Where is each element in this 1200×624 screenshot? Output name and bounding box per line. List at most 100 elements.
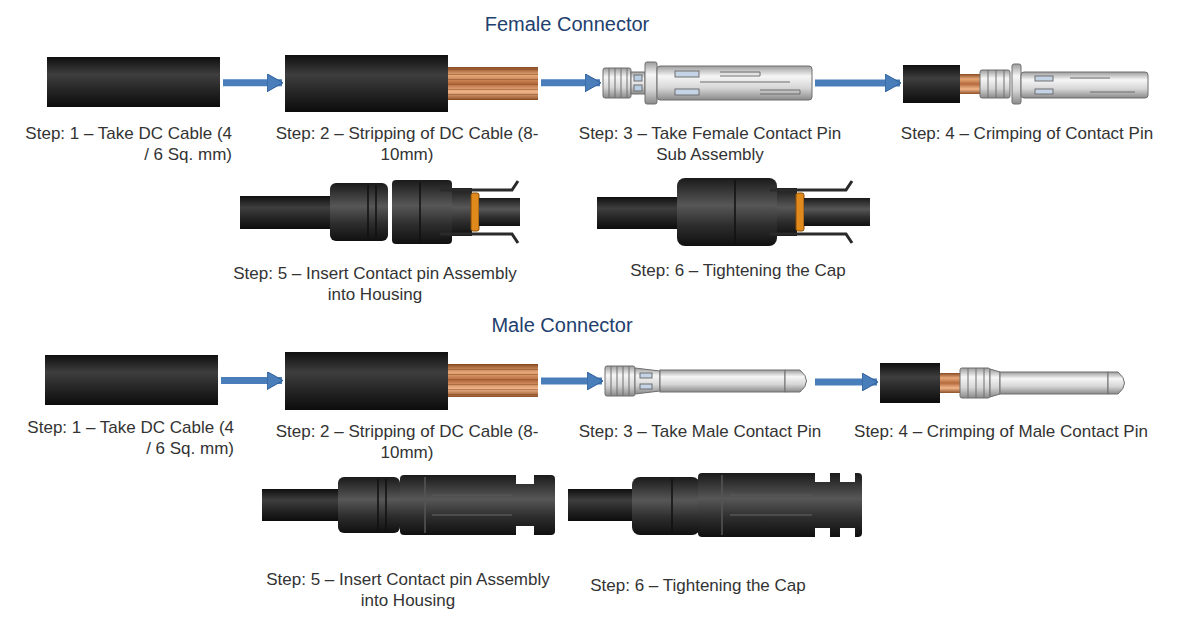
female-housing-open-part <box>240 196 335 229</box>
section-heading: Female Connector <box>367 13 767 36</box>
dc-cable <box>45 355 218 405</box>
female-housing-closed-part <box>770 181 852 243</box>
crimped-female-pin-part <box>1021 72 1148 98</box>
female-housing-closed-part <box>796 193 804 231</box>
male-contact-pin-part <box>660 370 785 392</box>
male-contact-pin-part <box>635 368 660 394</box>
flow-arrow <box>221 377 282 384</box>
crimped-female-pin-part <box>1070 78 1135 92</box>
female-contact-pin-part <box>634 75 642 81</box>
male-housing-closed-part <box>722 475 812 535</box>
male-housing-open <box>262 474 555 536</box>
dc-cable-part <box>45 355 218 405</box>
female-contact-pin-part <box>657 66 812 100</box>
crimped-female-pin-part <box>960 74 982 94</box>
female-housing-open-part <box>452 188 472 236</box>
flow-arrow <box>541 79 600 86</box>
female-housing-open-part <box>471 193 479 231</box>
male-housing-open-part <box>338 477 400 533</box>
crimped-female-pin-part <box>988 70 1004 98</box>
male-housing-closed-part <box>698 473 862 537</box>
male-housing-closed-part <box>840 528 855 538</box>
female-housing-closed-part <box>804 198 870 226</box>
step-caption: Step: 1 – Take DC Cable (4 / 6 Sq. mm) <box>22 417 234 459</box>
step-caption: Step: 6 – Tightening the Cap <box>598 260 878 281</box>
crimped-male-pin-part <box>940 373 962 393</box>
male-housing-closed <box>568 472 862 538</box>
male-contact-pin-part <box>785 370 807 392</box>
step-caption: Step: 4 – Crimping of Male Contact Pin <box>841 421 1161 442</box>
female-housing-open <box>240 180 520 244</box>
crimped-male-pin-part <box>990 369 1000 397</box>
step-figure: Step: 2 – Stripping of DC Cable (8-10mm) <box>285 352 538 410</box>
female-housing-closed <box>597 178 870 246</box>
male-housing-closed-part <box>815 472 830 482</box>
step-caption: Step: 3 – Take Female Contact Pin Sub As… <box>568 123 853 165</box>
step-caption: Step: 3 – Take Male Contact Pin <box>555 421 845 442</box>
section-heading: Male Connector <box>362 314 762 337</box>
male-housing-closed-part <box>840 472 855 482</box>
female-contact-pin-part <box>631 72 645 94</box>
female-contact-pin <box>603 62 812 104</box>
step-caption: Step: 5 – Insert Contact pin Assembly in… <box>220 263 530 305</box>
female-housing-closed-part <box>734 180 736 244</box>
flow-arrow <box>815 80 900 87</box>
male-housing-closed-part <box>815 528 830 538</box>
male-housing-closed-part <box>671 479 673 533</box>
step-figure: Step: 3 – Take Male Contact Pin <box>605 363 812 399</box>
step-figure: Step: 3 – Take Female Contact Pin Sub As… <box>603 60 812 104</box>
male-housing-open-part <box>378 479 386 531</box>
female-housing-closed-part <box>597 197 679 229</box>
male-contact-pin-part <box>640 373 652 378</box>
crimped-female-pin-part <box>903 65 960 103</box>
female-housing-open-part <box>368 185 376 239</box>
stripped-cable <box>285 55 538 112</box>
step-figure: Step: 5 – Insert Contact pin Assembly in… <box>262 474 555 536</box>
crimped-female-pin-part <box>1035 76 1053 81</box>
crimped-male-pin-part <box>1000 372 1108 394</box>
crimped-female-pin-part <box>980 70 1010 98</box>
step-caption: Step: 2 – Stripping of DC Cable (8-10mm) <box>272 123 542 165</box>
male-contact-pin-part <box>611 366 629 396</box>
crimped-male-pin-part <box>960 368 990 398</box>
step-figure: Step: 6 – Tightening the Cap <box>568 472 862 538</box>
crimped-male-pin-part <box>968 368 984 398</box>
step-figure: Step: 2 – Stripping of DC Cable (8-10mm) <box>285 55 538 112</box>
male-housing-open-part <box>400 475 555 535</box>
female-contact-pin-part <box>700 72 800 94</box>
dc-cable-part <box>47 57 220 107</box>
flow-arrow <box>223 79 282 86</box>
stripped-cable-part <box>285 55 448 112</box>
step-figure: Step: 5 – Insert Contact pin Assembly in… <box>240 178 520 245</box>
male-housing-open-part <box>262 489 342 521</box>
female-contact-pin-part <box>603 68 631 98</box>
dc-cable <box>47 57 220 107</box>
male-contact-pin-part <box>605 366 635 396</box>
step-caption: Step: 4 – Crimping of Contact Pin <box>877 123 1177 144</box>
step-caption: Step: 1 – Take DC Cable (4 / 6 Sq. mm) <box>20 123 232 165</box>
female-contact-pin-part <box>609 68 627 98</box>
female-housing-open-part <box>419 182 421 242</box>
female-housing-closed-part <box>777 188 797 236</box>
crimped-female-pin <box>903 64 1148 104</box>
stripped-cable-part <box>448 364 538 397</box>
flow-arrow <box>541 378 602 385</box>
male-housing-open-part <box>516 474 534 484</box>
female-housing-open-part <box>479 198 520 226</box>
male-contact-pin <box>605 366 807 396</box>
step-caption: Step: 6 – Tightening the Cap <box>558 575 838 596</box>
female-contact-pin-part <box>645 62 657 104</box>
stripped-cable <box>285 352 538 410</box>
male-housing-open-part <box>425 477 512 533</box>
female-housing-open-part <box>440 181 518 243</box>
crimped-female-pin-part <box>1012 64 1021 104</box>
step-figure: Step: 6 – Tightening the Cap <box>597 175 870 247</box>
male-contact-pin-part <box>640 384 652 389</box>
stripped-cable-part <box>448 67 538 100</box>
female-contact-pin-part <box>634 85 642 91</box>
female-housing-open-part <box>330 183 388 241</box>
stripped-cable-part <box>285 352 448 410</box>
stripped-cable-part <box>448 364 538 397</box>
